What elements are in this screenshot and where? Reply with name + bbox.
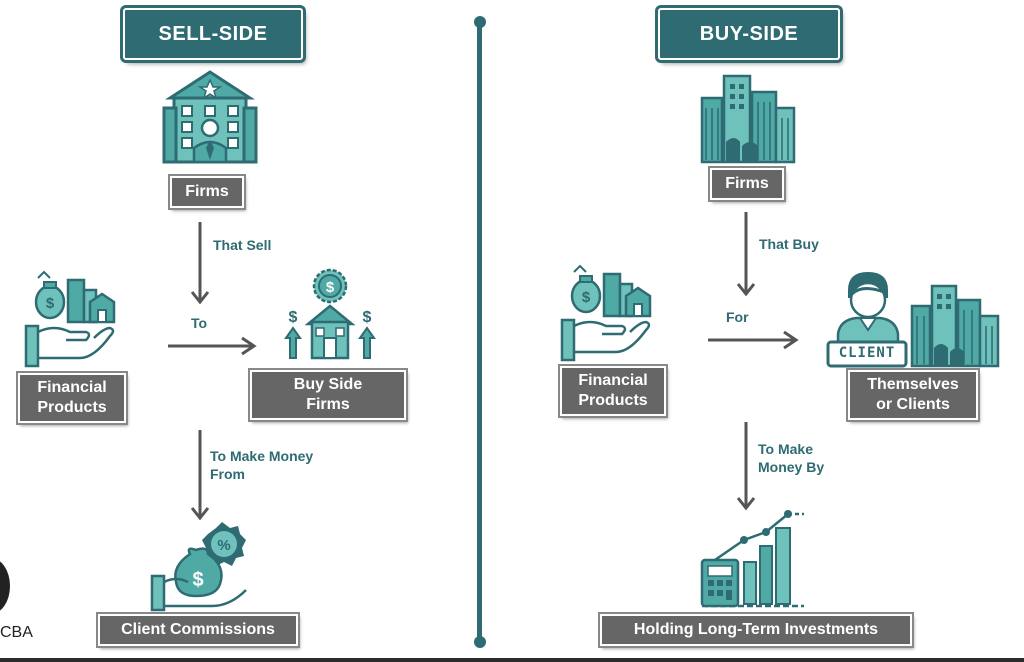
money-hand-icon: $ [24, 270, 116, 368]
that-sell-text: That Sell [213, 237, 272, 253]
arrow-down-icon [190, 430, 210, 521]
sell-side-title: SELL-SIDE [123, 8, 303, 60]
client-sign-text: CLIENT [838, 345, 896, 361]
city-buildings-icon [700, 74, 796, 164]
client-person-icon [826, 272, 908, 368]
to-text: To [191, 315, 208, 331]
for-text: For [726, 309, 749, 325]
svg-text:$: $ [289, 309, 298, 326]
to-make-money-from-text: To Make Money From [210, 448, 314, 482]
svg-text:%: % [217, 537, 230, 554]
divider-top-dot [474, 16, 486, 28]
svg-text:$: $ [582, 289, 591, 306]
that-buy-text: That Buy [759, 236, 819, 252]
growth-chart-calculator-icon [700, 510, 804, 608]
buy-financial-products-label: Financial Products [560, 366, 666, 416]
buy-side-firms-label: Buy Side Firms [250, 370, 406, 420]
arrow-down-icon [736, 212, 756, 297]
bottom-edge-bar [0, 658, 1024, 662]
svg-text:$: $ [192, 569, 203, 591]
themselves-or-clients-label: Themselves or Clients [848, 370, 978, 420]
svg-text:$: $ [46, 295, 55, 312]
divider-bottom-dot [474, 636, 486, 648]
watermark-logo [0, 558, 10, 614]
watermark-text: CBA [0, 624, 33, 641]
money-hand-icon: $ [560, 264, 652, 362]
holding-investments-label: Holding Long-Term Investments [600, 614, 912, 646]
real-estate-dollar-icon: $ $ $ [284, 268, 376, 360]
arrow-down-icon [736, 422, 756, 511]
to-make-money-by-text: To Make Money By [758, 441, 825, 475]
buy-firms-label: Firms [710, 168, 784, 200]
city-buildings-icon [910, 284, 1000, 368]
svg-text:$: $ [363, 309, 372, 326]
buy-side-title: BUY-SIDE [658, 8, 840, 60]
sell-firms-label: Firms [170, 176, 244, 208]
office-building-icon [162, 70, 258, 164]
money-bag-hand-icon: % $ [150, 522, 247, 612]
center-divider [477, 22, 482, 642]
sell-financial-products-label: Financial Products [18, 373, 126, 423]
arrow-right-icon [708, 330, 799, 350]
client-commissions-label: Client Commissions [98, 614, 298, 646]
svg-text:$: $ [326, 279, 335, 296]
arrow-down-icon [190, 222, 210, 305]
arrow-right-icon [168, 336, 257, 356]
